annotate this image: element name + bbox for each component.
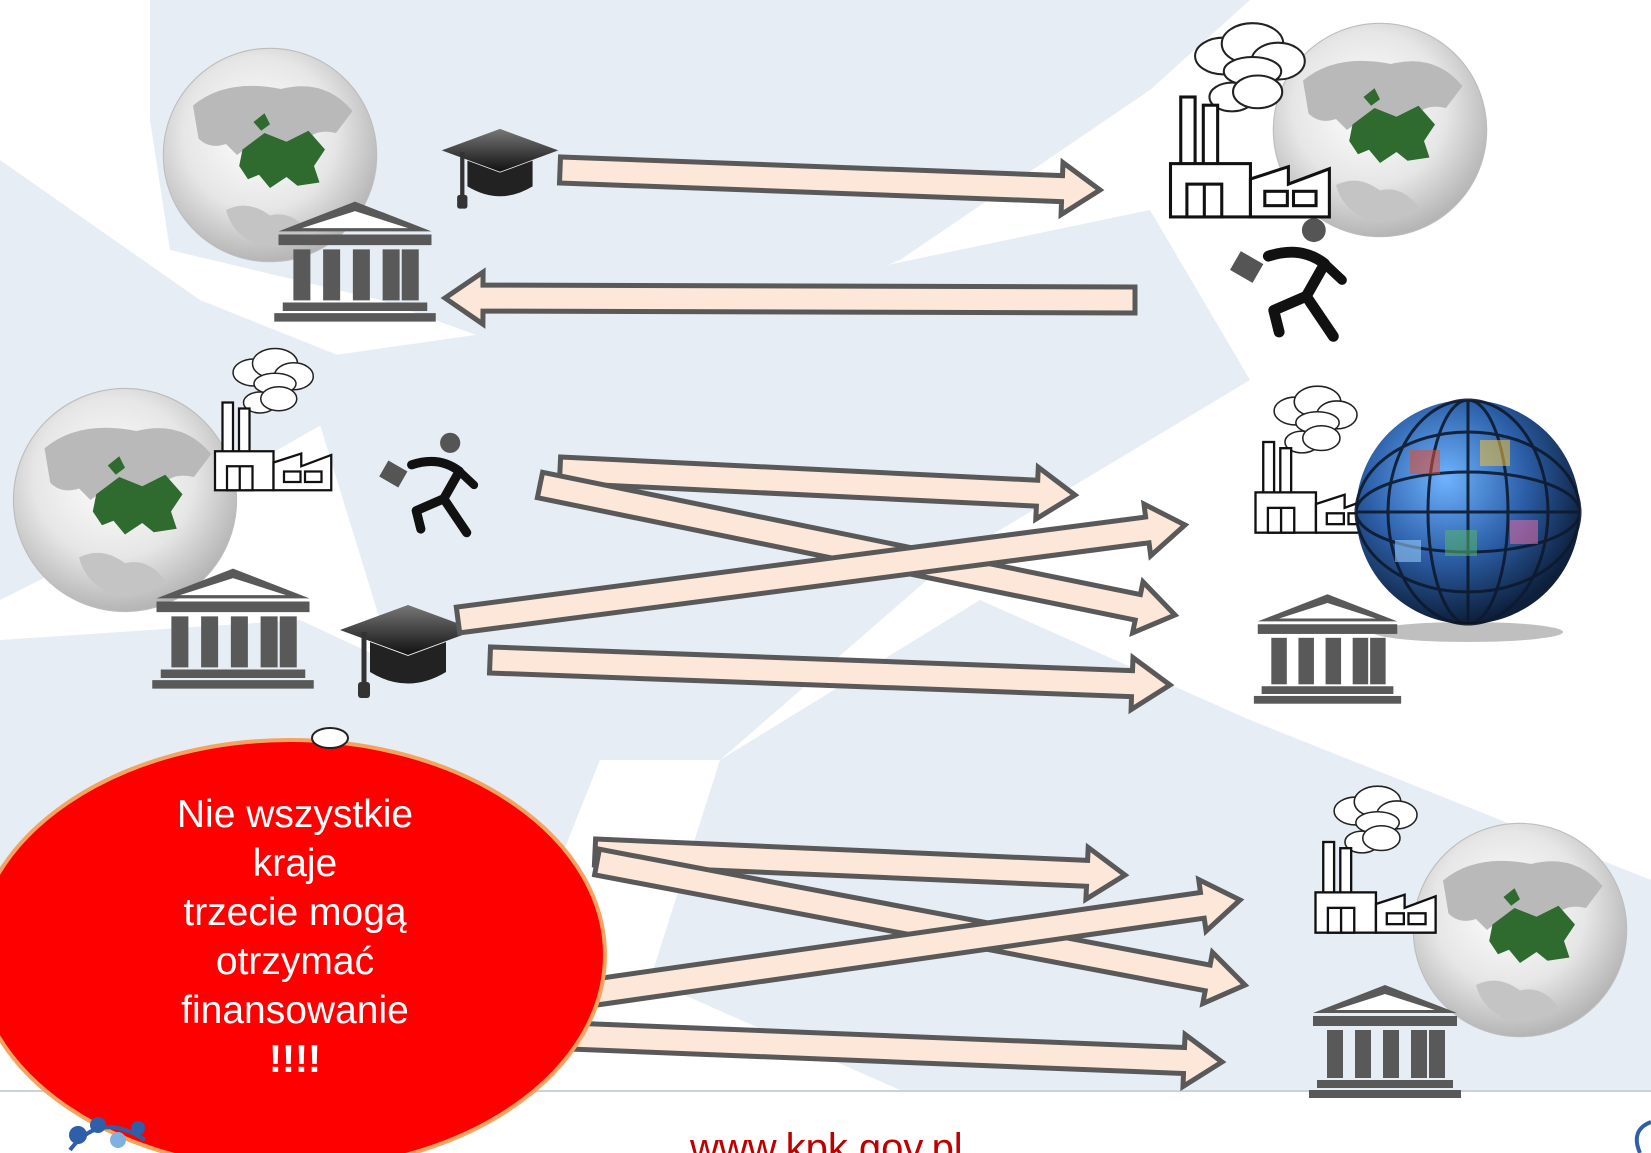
globe-europe-icon xyxy=(1412,822,1628,1038)
callout-line: trzecie mogą xyxy=(183,891,407,934)
flow-arrow xyxy=(486,644,1175,715)
footer-url: www.kpk.gov.pl xyxy=(690,1128,963,1153)
photo-globe-icon xyxy=(1354,398,1582,642)
callout-text: Nie wszystkie kraje trzecie mogą otrzyma… xyxy=(140,790,450,1084)
warning-callout xyxy=(0,738,607,1153)
callout-line: Nie wszystkie kraje xyxy=(176,793,414,885)
flow-arrow xyxy=(440,267,1138,329)
arrows-layer xyxy=(440,154,1250,1092)
flow-arrow xyxy=(591,846,1250,1008)
footer-right-icon xyxy=(1634,1120,1651,1153)
flow-arrow xyxy=(591,836,1130,904)
flow-arrow xyxy=(541,1019,1227,1092)
university-icon xyxy=(1253,594,1402,704)
footer-logo-icon xyxy=(68,1117,147,1152)
running-person-icon xyxy=(1230,218,1342,336)
flow-arrow xyxy=(556,454,1080,524)
cloud-fragment xyxy=(311,727,349,749)
callout-line: otrzymać xyxy=(215,940,375,983)
callout-emphasis: !!!! xyxy=(269,1038,321,1081)
callout-line: finansowanie xyxy=(181,989,409,1032)
flow-arrow xyxy=(556,154,1105,220)
flow-arrow xyxy=(453,499,1190,636)
footer-divider xyxy=(0,1090,1651,1092)
globe-europe-icon xyxy=(12,387,238,613)
flow-arrow xyxy=(535,875,1245,1016)
